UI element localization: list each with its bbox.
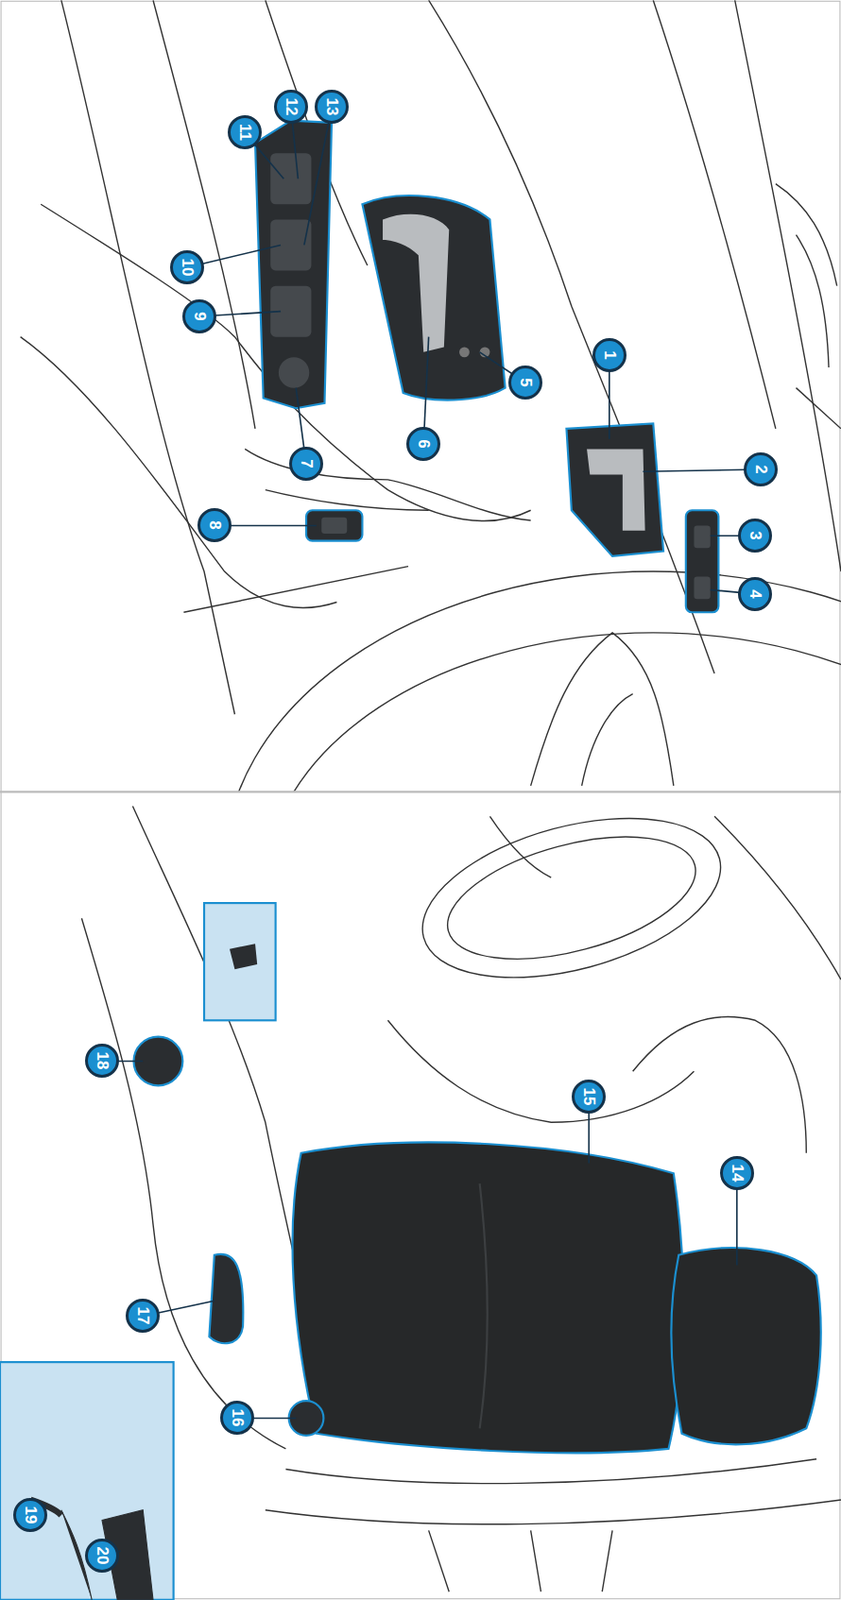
callout-number: 3 xyxy=(738,518,773,553)
callout-number: 12 xyxy=(274,89,309,124)
callout-number: 13 xyxy=(314,89,349,124)
callout-number: 14 xyxy=(720,1156,755,1191)
callout-number: 17 xyxy=(125,1299,160,1334)
callout-number: 7 xyxy=(289,446,324,481)
door-panel-lines xyxy=(20,0,841,791)
door-handle xyxy=(361,195,505,400)
callout-number: 16 xyxy=(220,1401,255,1436)
callout-number: 15 xyxy=(571,1080,606,1115)
callout-number: 18 xyxy=(85,1044,120,1079)
memory-switch xyxy=(686,510,720,613)
cabin-lines xyxy=(81,794,841,1594)
callout-number: 1 xyxy=(592,338,627,373)
callout-number: 8 xyxy=(197,508,232,543)
headrest xyxy=(671,1248,822,1445)
callout-number: 20 xyxy=(85,1539,120,1574)
callout-number: 6 xyxy=(406,427,441,462)
callout-number: 10 xyxy=(170,250,205,285)
callout-number: 4 xyxy=(738,577,773,612)
callout-number: 2 xyxy=(743,452,778,487)
callout-number: 9 xyxy=(182,299,217,334)
seat-cushion xyxy=(292,1142,685,1454)
seat-switch xyxy=(566,423,664,556)
inset-boxes xyxy=(0,903,276,1600)
panel-divider xyxy=(0,790,841,793)
callout-number: 5 xyxy=(508,365,543,400)
leader-lines xyxy=(30,107,760,1558)
